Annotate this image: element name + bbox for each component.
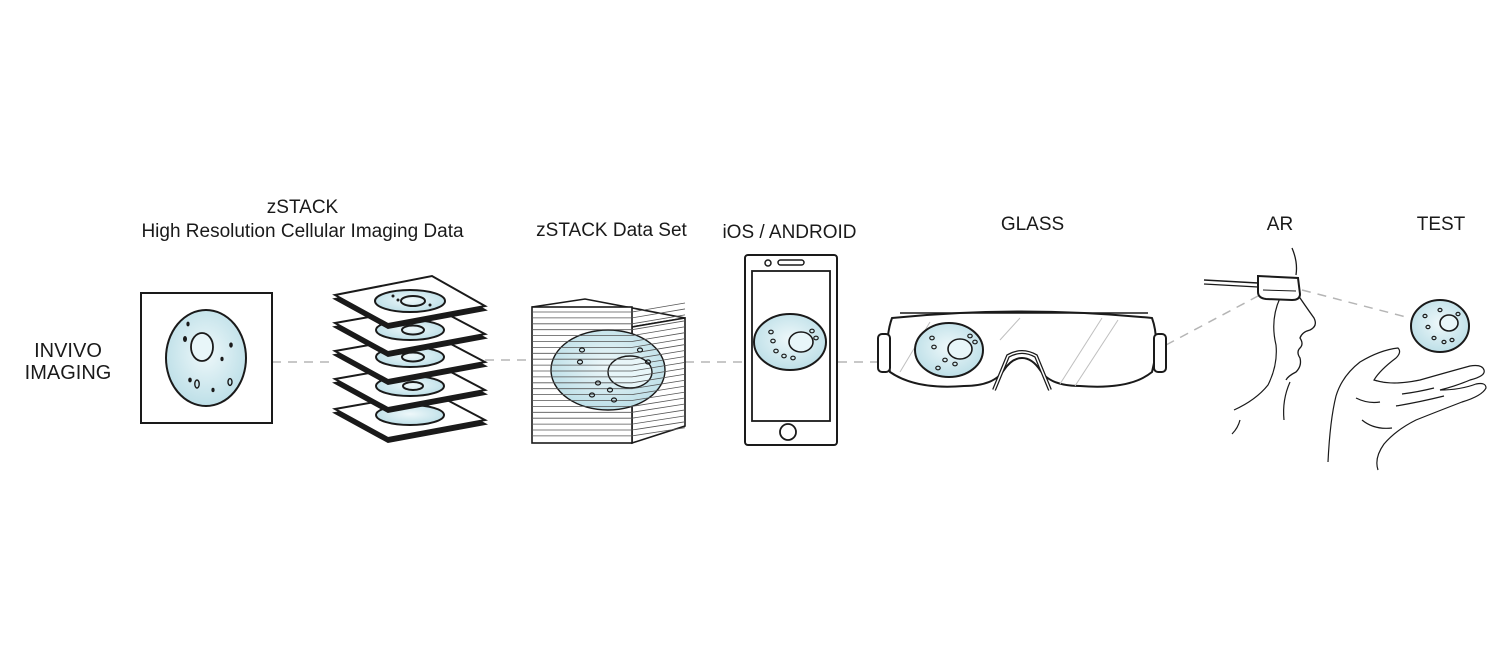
slice-line <box>631 427 686 437</box>
dataset-label: zSTACK Data Set <box>536 220 687 241</box>
slice-line <box>631 403 686 413</box>
slice-line <box>631 338 686 348</box>
zstack-label: zSTACK High Resolution Cellular Imaging … <box>130 197 475 243</box>
slice-line <box>631 320 686 331</box>
slice-line <box>631 409 686 419</box>
invivo-line1: INVIVO <box>34 340 102 362</box>
slice-line <box>631 350 686 360</box>
vr-glasses-icon <box>877 310 1167 391</box>
glass-label: GLASS <box>1000 214 1065 235</box>
slice-line <box>631 391 686 401</box>
slice-line <box>631 326 686 336</box>
slice-line <box>631 415 686 425</box>
hand-icon <box>1327 347 1487 471</box>
slice-line <box>631 332 686 342</box>
data-cube-icon <box>531 298 686 445</box>
slice-line <box>631 308 686 319</box>
stacked-slides-icon <box>332 274 489 444</box>
slice-line <box>631 367 686 378</box>
floating-cell-icon <box>1410 299 1470 353</box>
slice-line <box>631 385 686 395</box>
test-label: TEST <box>1416 214 1466 235</box>
slice-line <box>631 379 686 390</box>
invivo-label: INVIVO IMAGING <box>20 340 116 384</box>
smartphone-icon <box>744 254 838 446</box>
slice-line <box>631 356 686 366</box>
slice-line <box>631 302 686 313</box>
connector-lines <box>272 289 1411 363</box>
slice-line <box>631 373 686 384</box>
slice-line <box>631 314 686 325</box>
microscope-slide-icon <box>140 292 273 424</box>
slice-line <box>631 397 686 407</box>
slice-lines <box>532 302 686 437</box>
slice-line <box>631 421 686 431</box>
mobile-label: iOS / ANDROID <box>722 222 857 243</box>
zstack-line1: zSTACK <box>266 197 339 218</box>
zstack-line2: High Resolution Cellular Imaging Data <box>141 221 464 242</box>
slice-line <box>631 362 686 372</box>
invivo-line2: IMAGING <box>24 362 112 384</box>
person-with-smart-glasses-icon <box>1203 247 1316 435</box>
ar-label: AR <box>1266 214 1294 235</box>
slide-layer-1 <box>332 274 488 330</box>
